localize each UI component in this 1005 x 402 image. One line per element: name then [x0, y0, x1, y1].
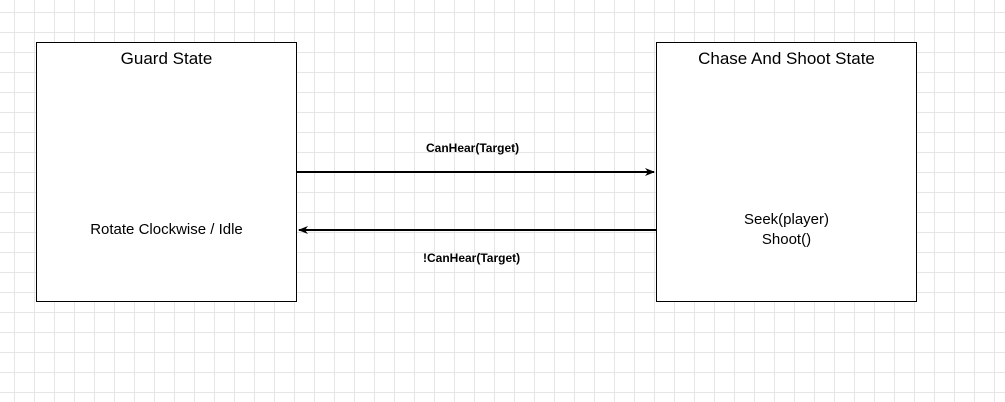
transition-label-canhear: CanHear(Target) [426, 141, 520, 155]
guard-state-title: Guard State [120, 49, 213, 68]
chase-state-action-shoot: Shoot() [761, 231, 812, 248]
chase-shoot-state-box[interactable]: Chase And Shoot State Seek(player) Shoot… [656, 42, 917, 302]
chase-state-action-seek: Seek(player) [743, 211, 830, 228]
chase-shoot-state-title: Chase And Shoot State [698, 49, 875, 68]
chase-shoot-state-body: Seek(player) Shoot() [657, 210, 916, 250]
guard-state-box[interactable]: Guard State Rotate Clockwise / Idle [36, 42, 297, 302]
guard-state-body: Rotate Clockwise / Idle [37, 220, 296, 240]
guard-state-action: Rotate Clockwise / Idle [90, 221, 243, 238]
transition-label-not-canhear: !CanHear(Target) [423, 251, 521, 265]
